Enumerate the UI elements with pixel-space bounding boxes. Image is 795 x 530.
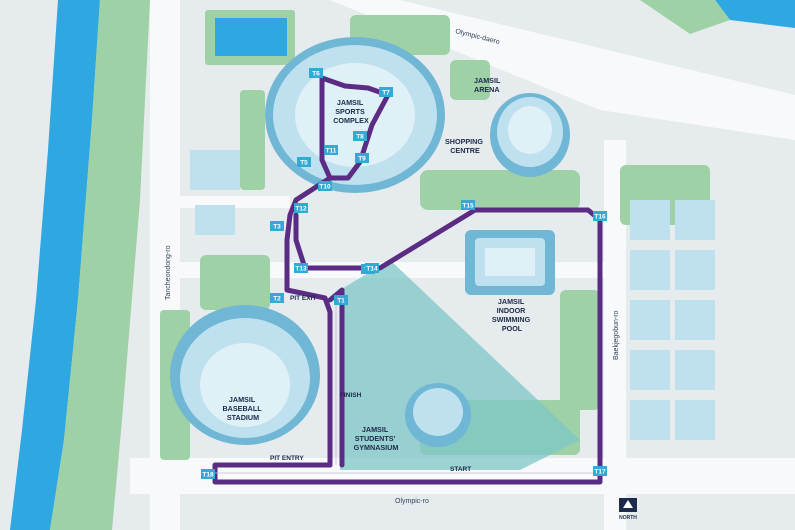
swimming-pool-building <box>465 230 555 295</box>
turn-badge-box <box>365 263 379 273</box>
turn-badge-box <box>355 153 369 163</box>
gymnasium-building <box>405 383 471 447</box>
north-arrow-icon: NORTH <box>619 498 637 521</box>
turn-badge-box <box>461 200 475 210</box>
turn-badge-box <box>297 157 311 167</box>
turn-badge-label: T10 <box>319 183 331 190</box>
turn-badge-box <box>593 466 607 476</box>
label-arena: JAMSIL ARENA <box>474 76 502 94</box>
label-baseball: JAMSIL BASEBALL STADIUM <box>222 395 263 422</box>
turn-badge-label: T14 <box>366 265 378 272</box>
turn-badge-t11: T11 <box>324 145 338 155</box>
river-ne <box>715 0 795 28</box>
turn-badge-label: T12 <box>295 205 307 212</box>
turn-badge-label: T7 <box>382 89 390 96</box>
turn-badge-t13: T13 <box>294 263 308 273</box>
turn-badge-box <box>294 203 308 213</box>
turn-badge-t2: T2 <box>270 293 284 303</box>
riverbank-park-top <box>640 0 730 34</box>
turn-badge-label: T1 <box>337 297 345 304</box>
turn-badge-t15: T15 <box>461 200 475 210</box>
turn-badge-label: T15 <box>462 202 474 209</box>
turn-badges: T1T2T3T4T5T6T7T8T9T10T11T12T13T14T15T16T… <box>201 68 607 479</box>
label-pit-exit: PIT EXIT <box>290 295 316 302</box>
venue-labels: JAMSIL SPORTS COMPLEX JAMSIL ARENA SHOPP… <box>222 76 532 452</box>
turn-badge-label: T17 <box>594 468 606 475</box>
turn-badge-t3: T3 <box>270 221 284 231</box>
turn-badge-t9: T9 <box>355 153 369 163</box>
turn-badge-box <box>318 181 332 191</box>
turn-badge-label: T5 <box>300 159 308 166</box>
turn-badge-label: T18 <box>202 471 214 478</box>
label-pit-entry: PIT ENTRY <box>270 455 304 462</box>
turn-badge-box <box>294 263 308 273</box>
turn-badge-label: T2 <box>273 295 281 302</box>
east-blocks <box>190 150 715 440</box>
turn-badge-t10: T10 <box>318 181 332 191</box>
turn-badge-t16: T16 <box>593 211 607 221</box>
turn-badge-label: T16 <box>594 213 606 220</box>
label-shopping: SHOPPING CENTRE <box>445 137 485 155</box>
turn-badge-t18: T18 <box>201 469 215 479</box>
arena-dome <box>490 93 570 177</box>
label-start: START <box>450 466 471 473</box>
turn-badge-label: T9 <box>358 155 366 162</box>
turn-badge-box <box>379 87 393 97</box>
turn-badge-label: T11 <box>326 147 337 154</box>
road-baekjegobun: Baekjegobun-ro <box>613 310 620 360</box>
turn-badge-t7: T7 <box>379 87 393 97</box>
turn-badge-label: T8 <box>356 133 364 140</box>
river <box>10 0 100 530</box>
label-gymnasium: JAMSIL STUDENTS' GYMNASIUM <box>354 425 399 452</box>
turn-badge-label: T13 <box>295 265 307 272</box>
turn-badge-box <box>270 293 284 303</box>
turn-badge-box <box>201 469 215 479</box>
turn-badge-box <box>334 295 348 305</box>
turn-badge-t6: T6 <box>309 68 323 78</box>
turn-badge-label: T6 <box>312 70 320 77</box>
label-finish: FINISH <box>340 392 362 399</box>
north-label: NORTH <box>619 515 637 521</box>
turn-badge-box <box>593 211 607 221</box>
turn-badge-box <box>353 131 367 141</box>
baseball-stadium <box>170 305 320 445</box>
turn-badge-t5: T5 <box>297 157 311 167</box>
road-olympic-ro: Olympic-ro <box>395 498 429 505</box>
turn-badge-t8: T8 <box>353 131 367 141</box>
turn-badge-box <box>309 68 323 78</box>
label-sports-complex: JAMSIL SPORTS COMPLEX <box>333 98 369 125</box>
riverbank-park <box>50 0 150 530</box>
label-pool: JAMSIL INDOOR SWIMMING POOL <box>492 297 532 333</box>
turn-badge-label: T3 <box>273 223 281 230</box>
turn-badge-t1: T1 <box>334 295 348 305</box>
turn-badge-t14: T14 <box>365 263 379 273</box>
turn-badge-t17: T17 <box>593 466 607 476</box>
track-centerline <box>215 300 600 474</box>
turn-badge-box <box>270 221 284 231</box>
plaza-teal <box>340 260 580 470</box>
road-tancheondong: Tancheondong-ro <box>165 245 172 300</box>
turn-badge-box <box>324 145 338 155</box>
turn-badge-t12: T12 <box>294 203 308 213</box>
